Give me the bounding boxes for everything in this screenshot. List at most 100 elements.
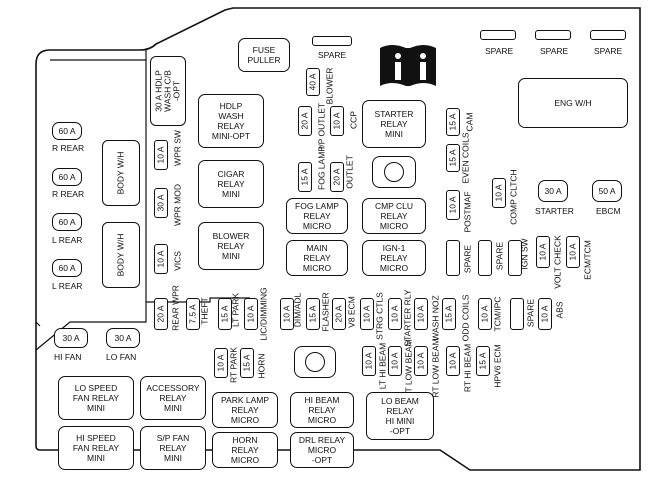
starter-relay: STARTER RELAY MINI xyxy=(362,100,426,148)
v8-ecm-label: V8 ECM xyxy=(346,296,357,328)
tcm-ipc-label: TCM/IPC xyxy=(492,296,503,332)
fuse-slot xyxy=(330,162,344,192)
body-wh-connector xyxy=(102,140,140,206)
rt-park-label: RT PARK xyxy=(228,347,239,383)
fuse-slot xyxy=(414,298,428,330)
fuse-20a: 20 A xyxy=(331,168,342,186)
fuse-10a: 10 A xyxy=(331,112,342,130)
theft-label: THEFT xyxy=(199,297,210,325)
dim-adl-label: DIM/ADL xyxy=(292,292,303,328)
fuse-15a: 15 A xyxy=(477,352,488,370)
l-rear-label: L REAR xyxy=(52,235,83,245)
ign1-relay: IGN-1 RELAY MICRO xyxy=(362,240,426,276)
volt-check-label: VOLT CHECK xyxy=(552,235,563,289)
fuse-7-5a: 7.5 A xyxy=(187,304,198,324)
blower-relay: BLOWER RELAY MINI xyxy=(198,222,264,270)
lt-low-beam-label: LT LOW BEAM xyxy=(403,339,414,397)
fuse-slot xyxy=(214,348,228,378)
ccp-label: CCP xyxy=(348,111,359,129)
spare-slot xyxy=(508,240,522,276)
spare-slot xyxy=(446,240,460,276)
fuse-10a: 10 A xyxy=(389,352,400,370)
fuse-10a: 10 A xyxy=(567,243,578,261)
fuse-slot xyxy=(446,346,460,376)
fuse-slot xyxy=(360,298,374,330)
fuse-10a: 10 A xyxy=(415,305,426,323)
wpr-mod-label: WPR MOD xyxy=(172,183,183,227)
fuse-slot xyxy=(362,346,376,376)
spare-slot xyxy=(478,240,492,276)
body-wh-label: BODY W/H xyxy=(115,151,126,195)
fuse-50a: 50 A xyxy=(592,180,622,202)
fuse-slot xyxy=(330,106,344,136)
fuse-10a: 10 A xyxy=(539,305,550,323)
fuse-15a: 15 A xyxy=(241,354,252,372)
rt-low-beam-label: RT LOW BEAM xyxy=(430,338,441,398)
r-rear-label: R REAR xyxy=(52,143,85,153)
fog-lamp-relay: FOG LAMP RELAY MICRO xyxy=(286,198,348,234)
fuse-30a: 30 A xyxy=(155,194,166,212)
fuse-slot xyxy=(154,244,168,274)
fuse-60a: 60 A xyxy=(52,168,82,186)
fuse-slot xyxy=(414,346,428,376)
drl-relay: DRL RELAY MICRO -OPT xyxy=(290,432,354,468)
horn-relay: HORN RELAY MICRO xyxy=(212,432,278,468)
fuse-slot xyxy=(186,298,200,330)
fuse-15a: 15 A xyxy=(447,113,458,131)
fuse-slot xyxy=(478,298,492,330)
postmaf-label: POSTMAF xyxy=(462,191,473,233)
fuse-10a: 10 A xyxy=(363,352,374,370)
connector-stud xyxy=(305,352,325,372)
fuse-30a: 30 A xyxy=(106,328,140,348)
odd-coils-label: ODD COILS xyxy=(460,294,471,342)
fuse-slot xyxy=(298,106,312,136)
fuse-10a: 10 A xyxy=(215,354,226,372)
fuse-15a: 15 A xyxy=(307,305,318,323)
connector-stud xyxy=(384,162,404,182)
fuse-slot xyxy=(566,236,580,268)
fuse-slot xyxy=(154,188,168,218)
fuse-slot xyxy=(492,178,506,208)
fuse-10a: 10 A xyxy=(537,243,548,261)
flasher-label: FLASHER xyxy=(320,292,331,332)
fuse-slot xyxy=(280,298,294,330)
fuse-slot xyxy=(538,298,552,330)
fuse-15a: 15 A xyxy=(447,149,458,167)
lo-beam-relay: LO BEAM RELAY HI MINI -OPT xyxy=(366,392,434,440)
spare-slot xyxy=(480,30,516,40)
comp-clutch-label: COMP CLTCH xyxy=(508,169,519,225)
rt-hi-beam-label: RT HI BEAM xyxy=(462,343,473,393)
fuse-slot xyxy=(332,298,346,330)
fuse-10a: 10 A xyxy=(493,184,504,202)
lo-fan-label: LO FAN xyxy=(106,352,137,362)
fuse-60a: 60 A xyxy=(52,213,82,231)
fuse-slot xyxy=(446,190,460,220)
fuse-slot xyxy=(442,298,456,330)
fuse-30a: 30 A xyxy=(54,328,88,348)
wash-noz-label: WASH NOZ xyxy=(430,295,441,341)
hpv6-ecm-label: HPV6 ECM xyxy=(492,344,503,388)
lo-speed-fan-relay: LO SPEED FAN RELAY MINI xyxy=(58,376,134,420)
rear-wpr-label: REAR WPR xyxy=(170,285,181,331)
spare-label: SPARE xyxy=(594,46,623,56)
fuse-slot xyxy=(154,298,168,330)
fuse-15a: 15 A xyxy=(299,168,310,186)
fuse-60a: 60 A xyxy=(52,122,82,140)
fuse-10a: 10 A xyxy=(447,196,458,214)
fuse-slot xyxy=(218,298,232,330)
hi-speed-fan-relay: HI SPEED FAN RELAY MINI xyxy=(58,426,134,470)
fuse-10a: 10 A xyxy=(281,305,292,323)
fuse-20a: 20 A xyxy=(333,305,344,323)
fuse-10a: 10 A xyxy=(361,305,372,323)
wpr-sw-label: WPR SW xyxy=(172,130,183,166)
fuse-10a: 10 A xyxy=(447,352,458,370)
fuse-15a: 15 A xyxy=(443,305,454,323)
fuse-slot xyxy=(446,144,460,172)
spare-label: SPARE xyxy=(494,241,505,271)
starter-label: STARTER xyxy=(535,206,574,216)
book-info-icon xyxy=(380,45,436,86)
fuse-10a: 10 A xyxy=(155,250,166,268)
spare-label: SPARE xyxy=(318,50,347,60)
spare-label: SPARE xyxy=(525,298,536,328)
